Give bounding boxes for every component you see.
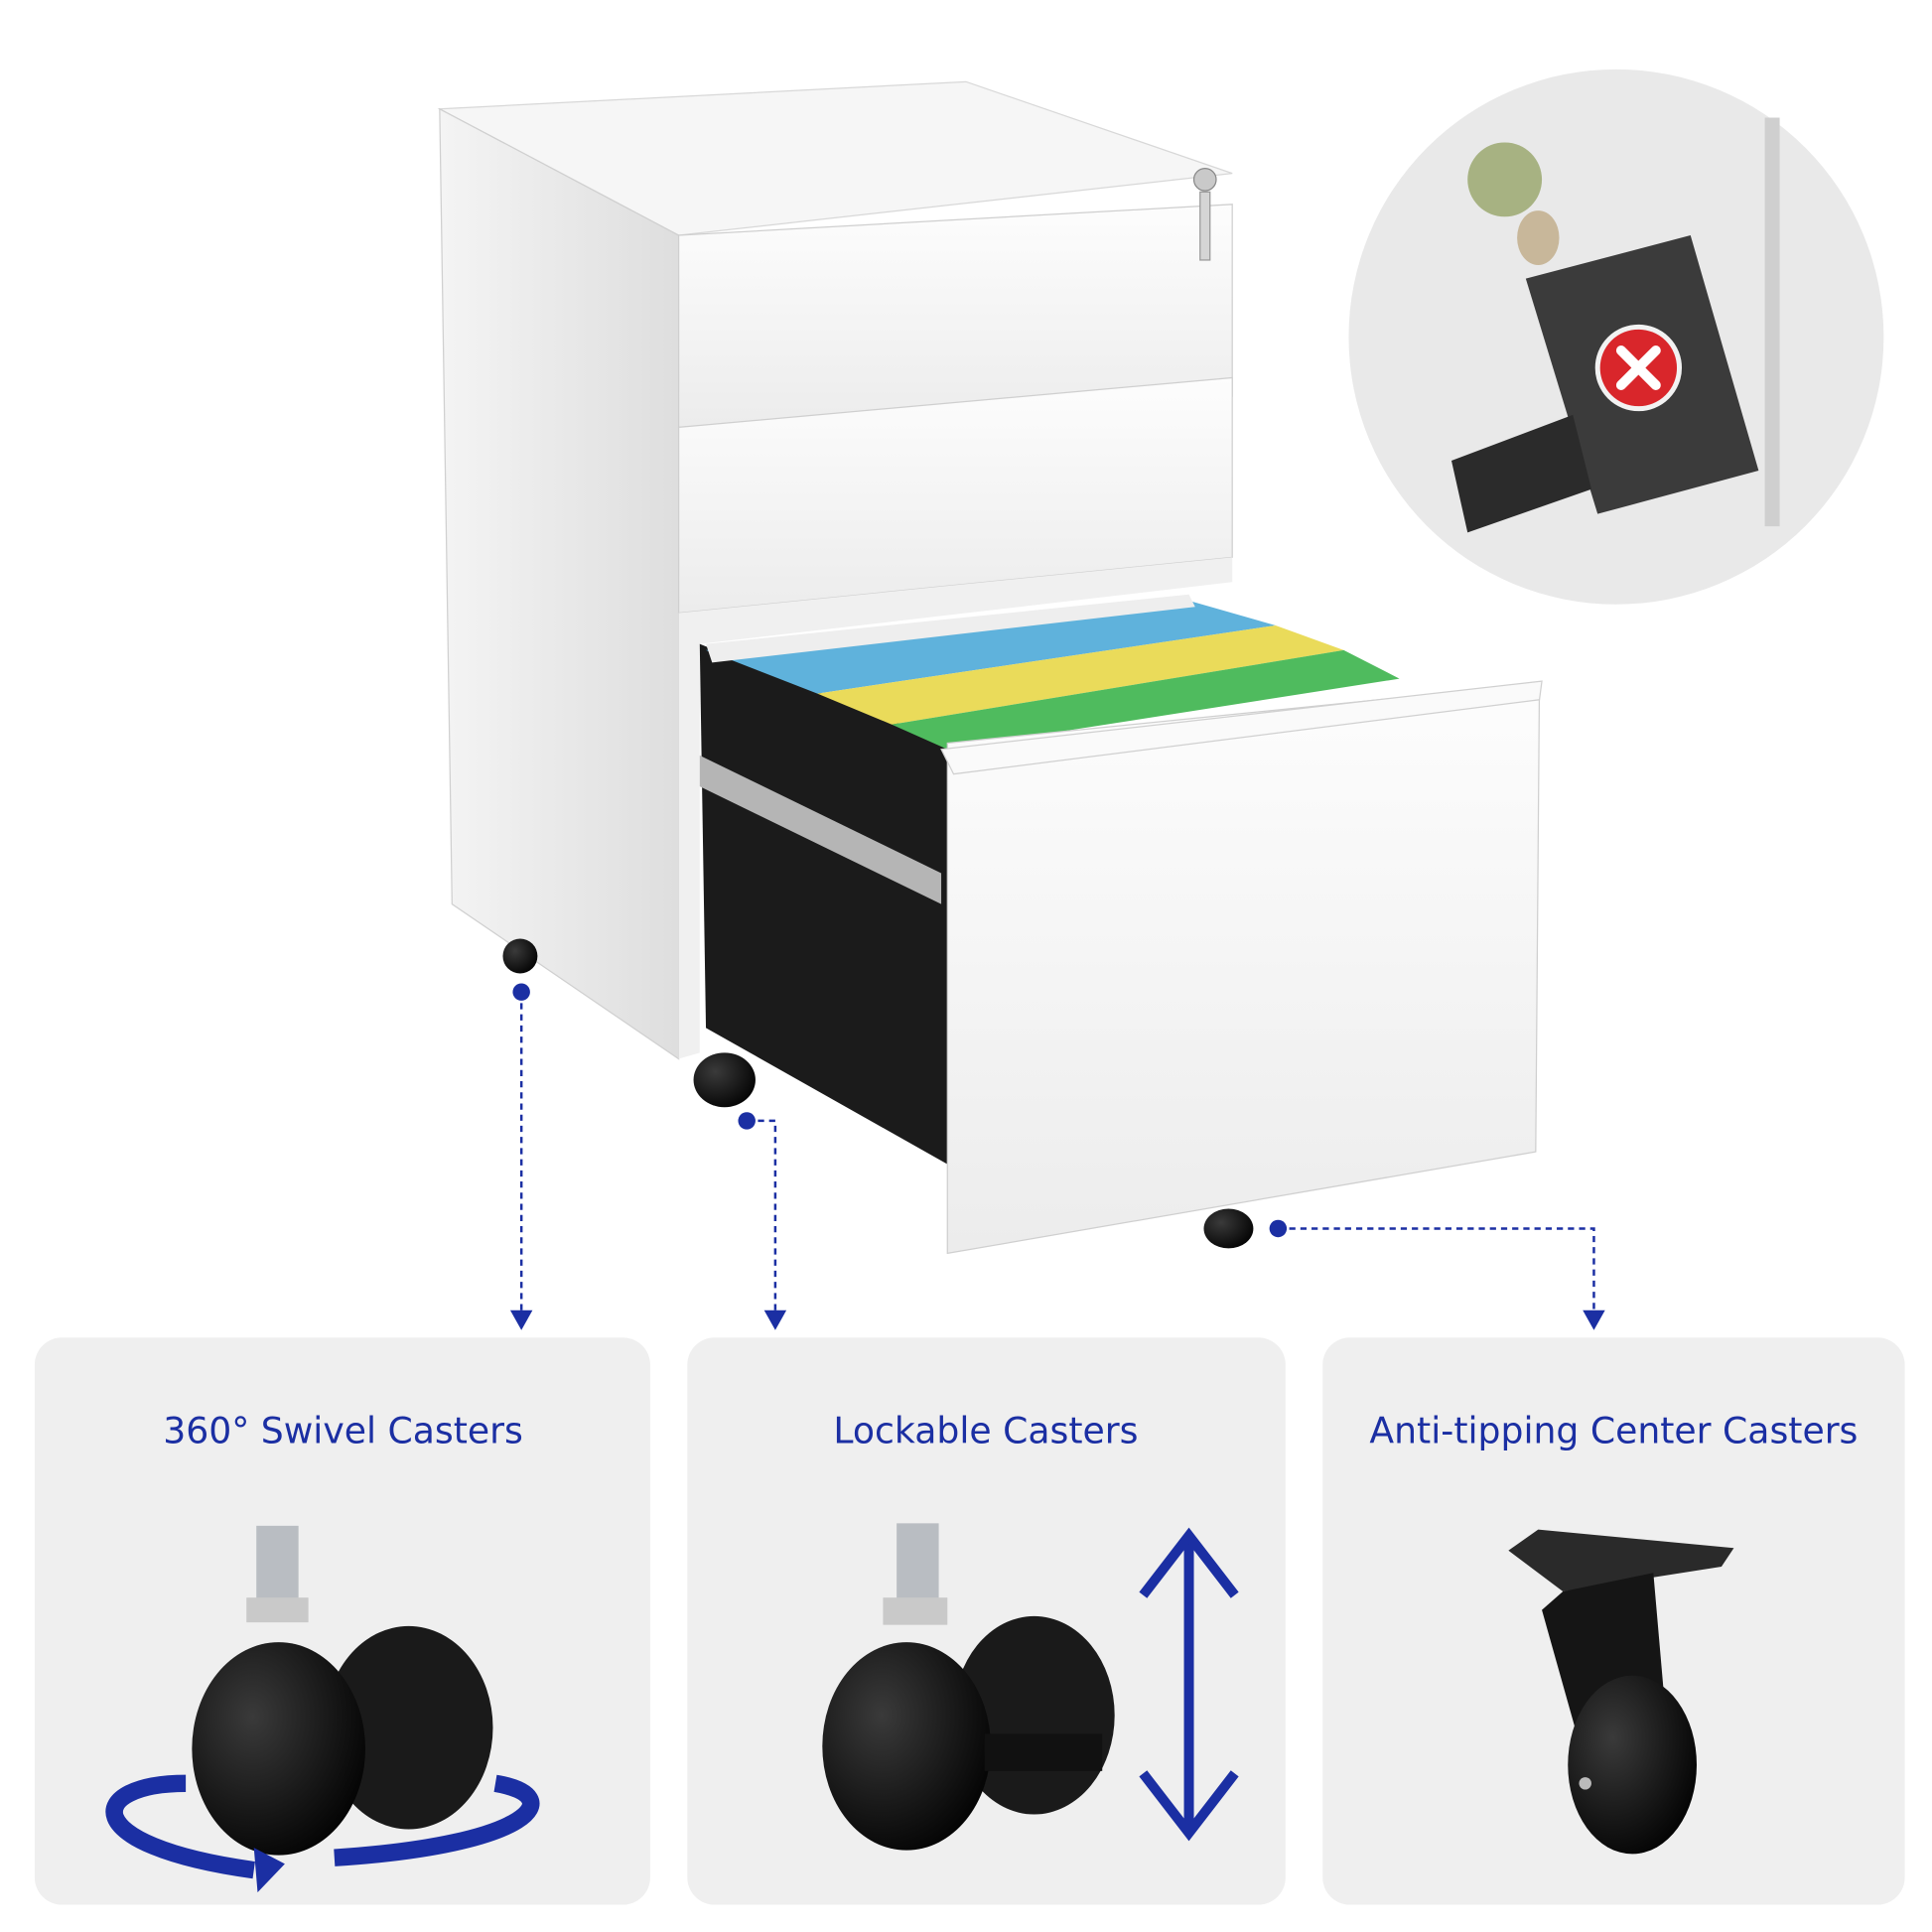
lock-icon: [1192, 168, 1217, 192]
feature-title: 360° Swivel Casters: [163, 1409, 523, 1451]
feature-panel-swivel: 360° Swivel Casters: [34, 1337, 650, 1905]
middle-drawer: [677, 376, 1233, 615]
drawer-handle: [940, 680, 1543, 775]
feature-title: Anti-tipping Center Casters: [1369, 1409, 1858, 1451]
lockable-caster-icon: [822, 1523, 1115, 1851]
drawer-slide: [699, 755, 942, 904]
anti-tip-inset: [1348, 69, 1884, 605]
drawer-interior: [699, 643, 948, 1165]
feature-panel-lockable: Lockable Casters: [687, 1337, 1286, 1905]
cabinet-side: [439, 107, 680, 1060]
callout-lines: [519, 992, 1595, 1313]
callout-markers: [509, 983, 1605, 1330]
filing-cabinet: [437, 80, 1543, 1255]
caster-wheel: [693, 1052, 756, 1108]
caster-wheel: [1203, 1208, 1254, 1249]
key-icon: [1199, 191, 1211, 261]
up-down-arrow-icon: [1139, 1527, 1239, 1842]
center-caster-icon: [1508, 1529, 1734, 1855]
caster-wheel: [502, 938, 538, 974]
hanging-files: [706, 594, 1400, 750]
vase: [1517, 210, 1560, 265]
feature-panel-center: Anti-tipping Center Casters: [1322, 1337, 1905, 1905]
open-drawer-front: [946, 682, 1541, 1255]
feature-title: Lockable Casters: [833, 1409, 1138, 1451]
swivel-caster-icon: [105, 1525, 540, 1893]
